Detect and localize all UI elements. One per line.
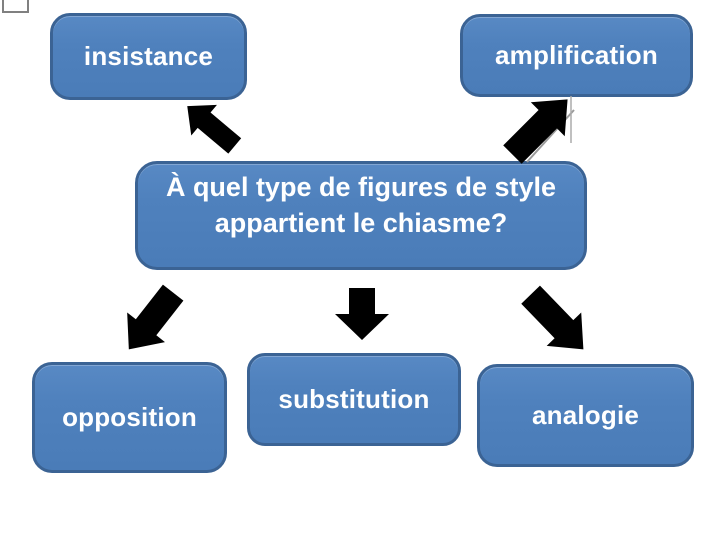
connector-line-diagonal [526, 109, 575, 163]
option-box-substitution[interactable]: substitution [247, 353, 461, 446]
placeholder-corner-mark [2, 0, 29, 13]
arrow-down-right-icon [521, 285, 584, 350]
option-box-amplification[interactable]: amplification [460, 14, 693, 97]
option-label-analogie: analogie [531, 400, 640, 430]
question-text: À quel type de figures de style appartie… [138, 169, 584, 241]
question-box: À quel type de figures de style appartie… [135, 161, 587, 270]
arrow-down-icon [335, 288, 389, 340]
option-box-insistance[interactable]: insistance [50, 13, 247, 100]
option-label-opposition: opposition [62, 402, 197, 432]
question-line-2: appartient le chiasme? [214, 208, 508, 238]
option-box-analogie[interactable]: analogie [477, 364, 694, 467]
option-label-amplification: amplification [495, 40, 658, 70]
arrow-up-left-icon [187, 104, 242, 154]
arrow-down-left-icon [127, 284, 184, 350]
option-label-substitution: substitution [278, 384, 430, 414]
question-line-1: À quel type de figures de style [165, 172, 557, 202]
option-label-insistance: insistance [83, 41, 214, 71]
option-box-opposition[interactable]: opposition [32, 362, 227, 473]
